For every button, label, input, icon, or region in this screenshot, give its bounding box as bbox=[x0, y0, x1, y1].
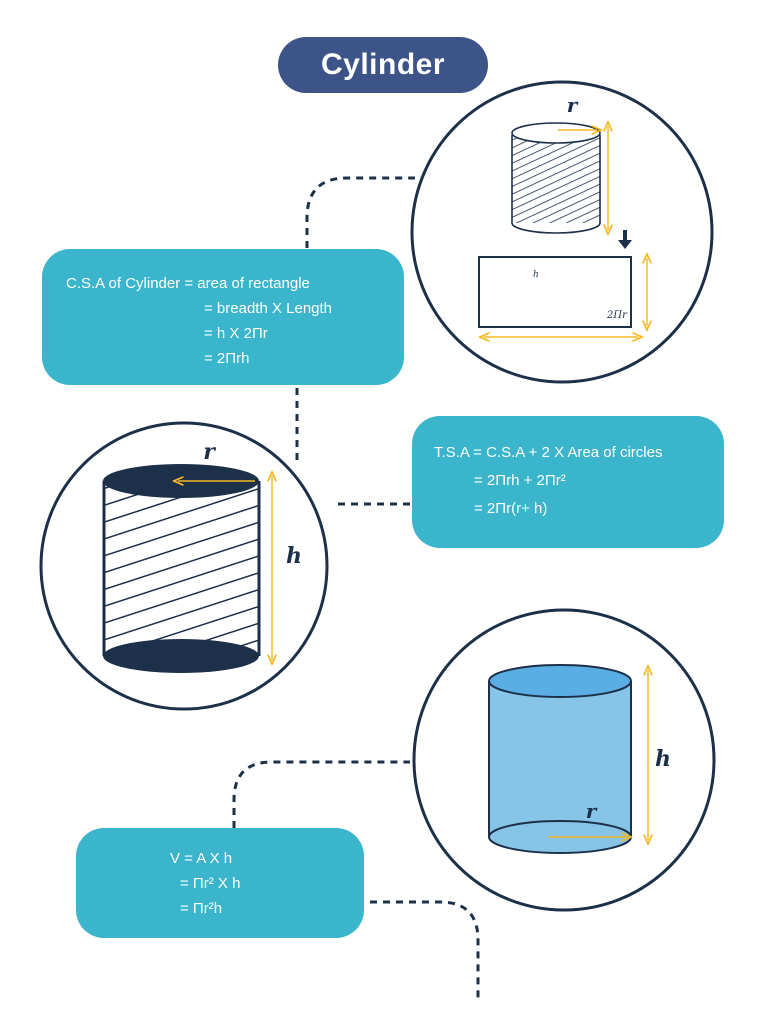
tsa-line-3: = 2Πr(r+ h) bbox=[474, 500, 548, 517]
volume-formula-box: V = A X h = Πr² X h = Πr²h bbox=[76, 828, 364, 938]
volume-cylinder-illustration: r h bbox=[412, 608, 716, 912]
blue-r-label: r bbox=[586, 799, 598, 823]
tsa-line-1: T.S.A = C.S.A + 2 X Area of circles bbox=[434, 444, 663, 461]
rect-h-label: h bbox=[533, 270, 539, 280]
csa-net-illustration: r h 2Πr bbox=[410, 80, 714, 384]
blue-h-label: h bbox=[655, 746, 671, 772]
blue-cylinder-top bbox=[488, 664, 632, 698]
page-title: Cylinder bbox=[278, 37, 488, 93]
csa-formula-box: C.S.A of Cylinder = area of rectangle = … bbox=[42, 249, 404, 385]
csa-line-2: = breadth X Length bbox=[204, 300, 333, 317]
connector-top bbox=[305, 176, 415, 248]
rect-2pir-label: 2Πr bbox=[606, 310, 628, 321]
tsa-cylinder-illustration: r h bbox=[39, 421, 329, 711]
volume-line-3: = Πr²h bbox=[180, 900, 223, 917]
csa-line-4: = 2Πrh bbox=[204, 350, 250, 367]
small-r-label: r bbox=[567, 93, 579, 117]
csa-line-3: = h X 2Πr bbox=[204, 325, 268, 342]
tsa-formula-box: T.S.A = C.S.A + 2 X Area of circles = 2Π… bbox=[412, 416, 724, 548]
big-cylinder-bottom bbox=[103, 639, 259, 673]
volume-line-1: V = A X h bbox=[170, 850, 233, 867]
big-h-label: h bbox=[286, 543, 302, 569]
unroll-arrow-icon bbox=[618, 230, 632, 249]
tsa-line-2: = 2Πrh + 2Πr² bbox=[474, 472, 566, 489]
small-hatched-cylinder bbox=[511, 122, 601, 234]
big-r-label: r bbox=[203, 439, 216, 465]
csa-line-1: C.S.A of Cylinder = area of rectangle bbox=[66, 275, 310, 292]
connector-volume bbox=[232, 760, 410, 828]
unrolled-rectangle bbox=[478, 256, 632, 328]
connector-bottom bbox=[370, 900, 480, 1000]
volume-line-2: = Πr² X h bbox=[180, 875, 241, 892]
